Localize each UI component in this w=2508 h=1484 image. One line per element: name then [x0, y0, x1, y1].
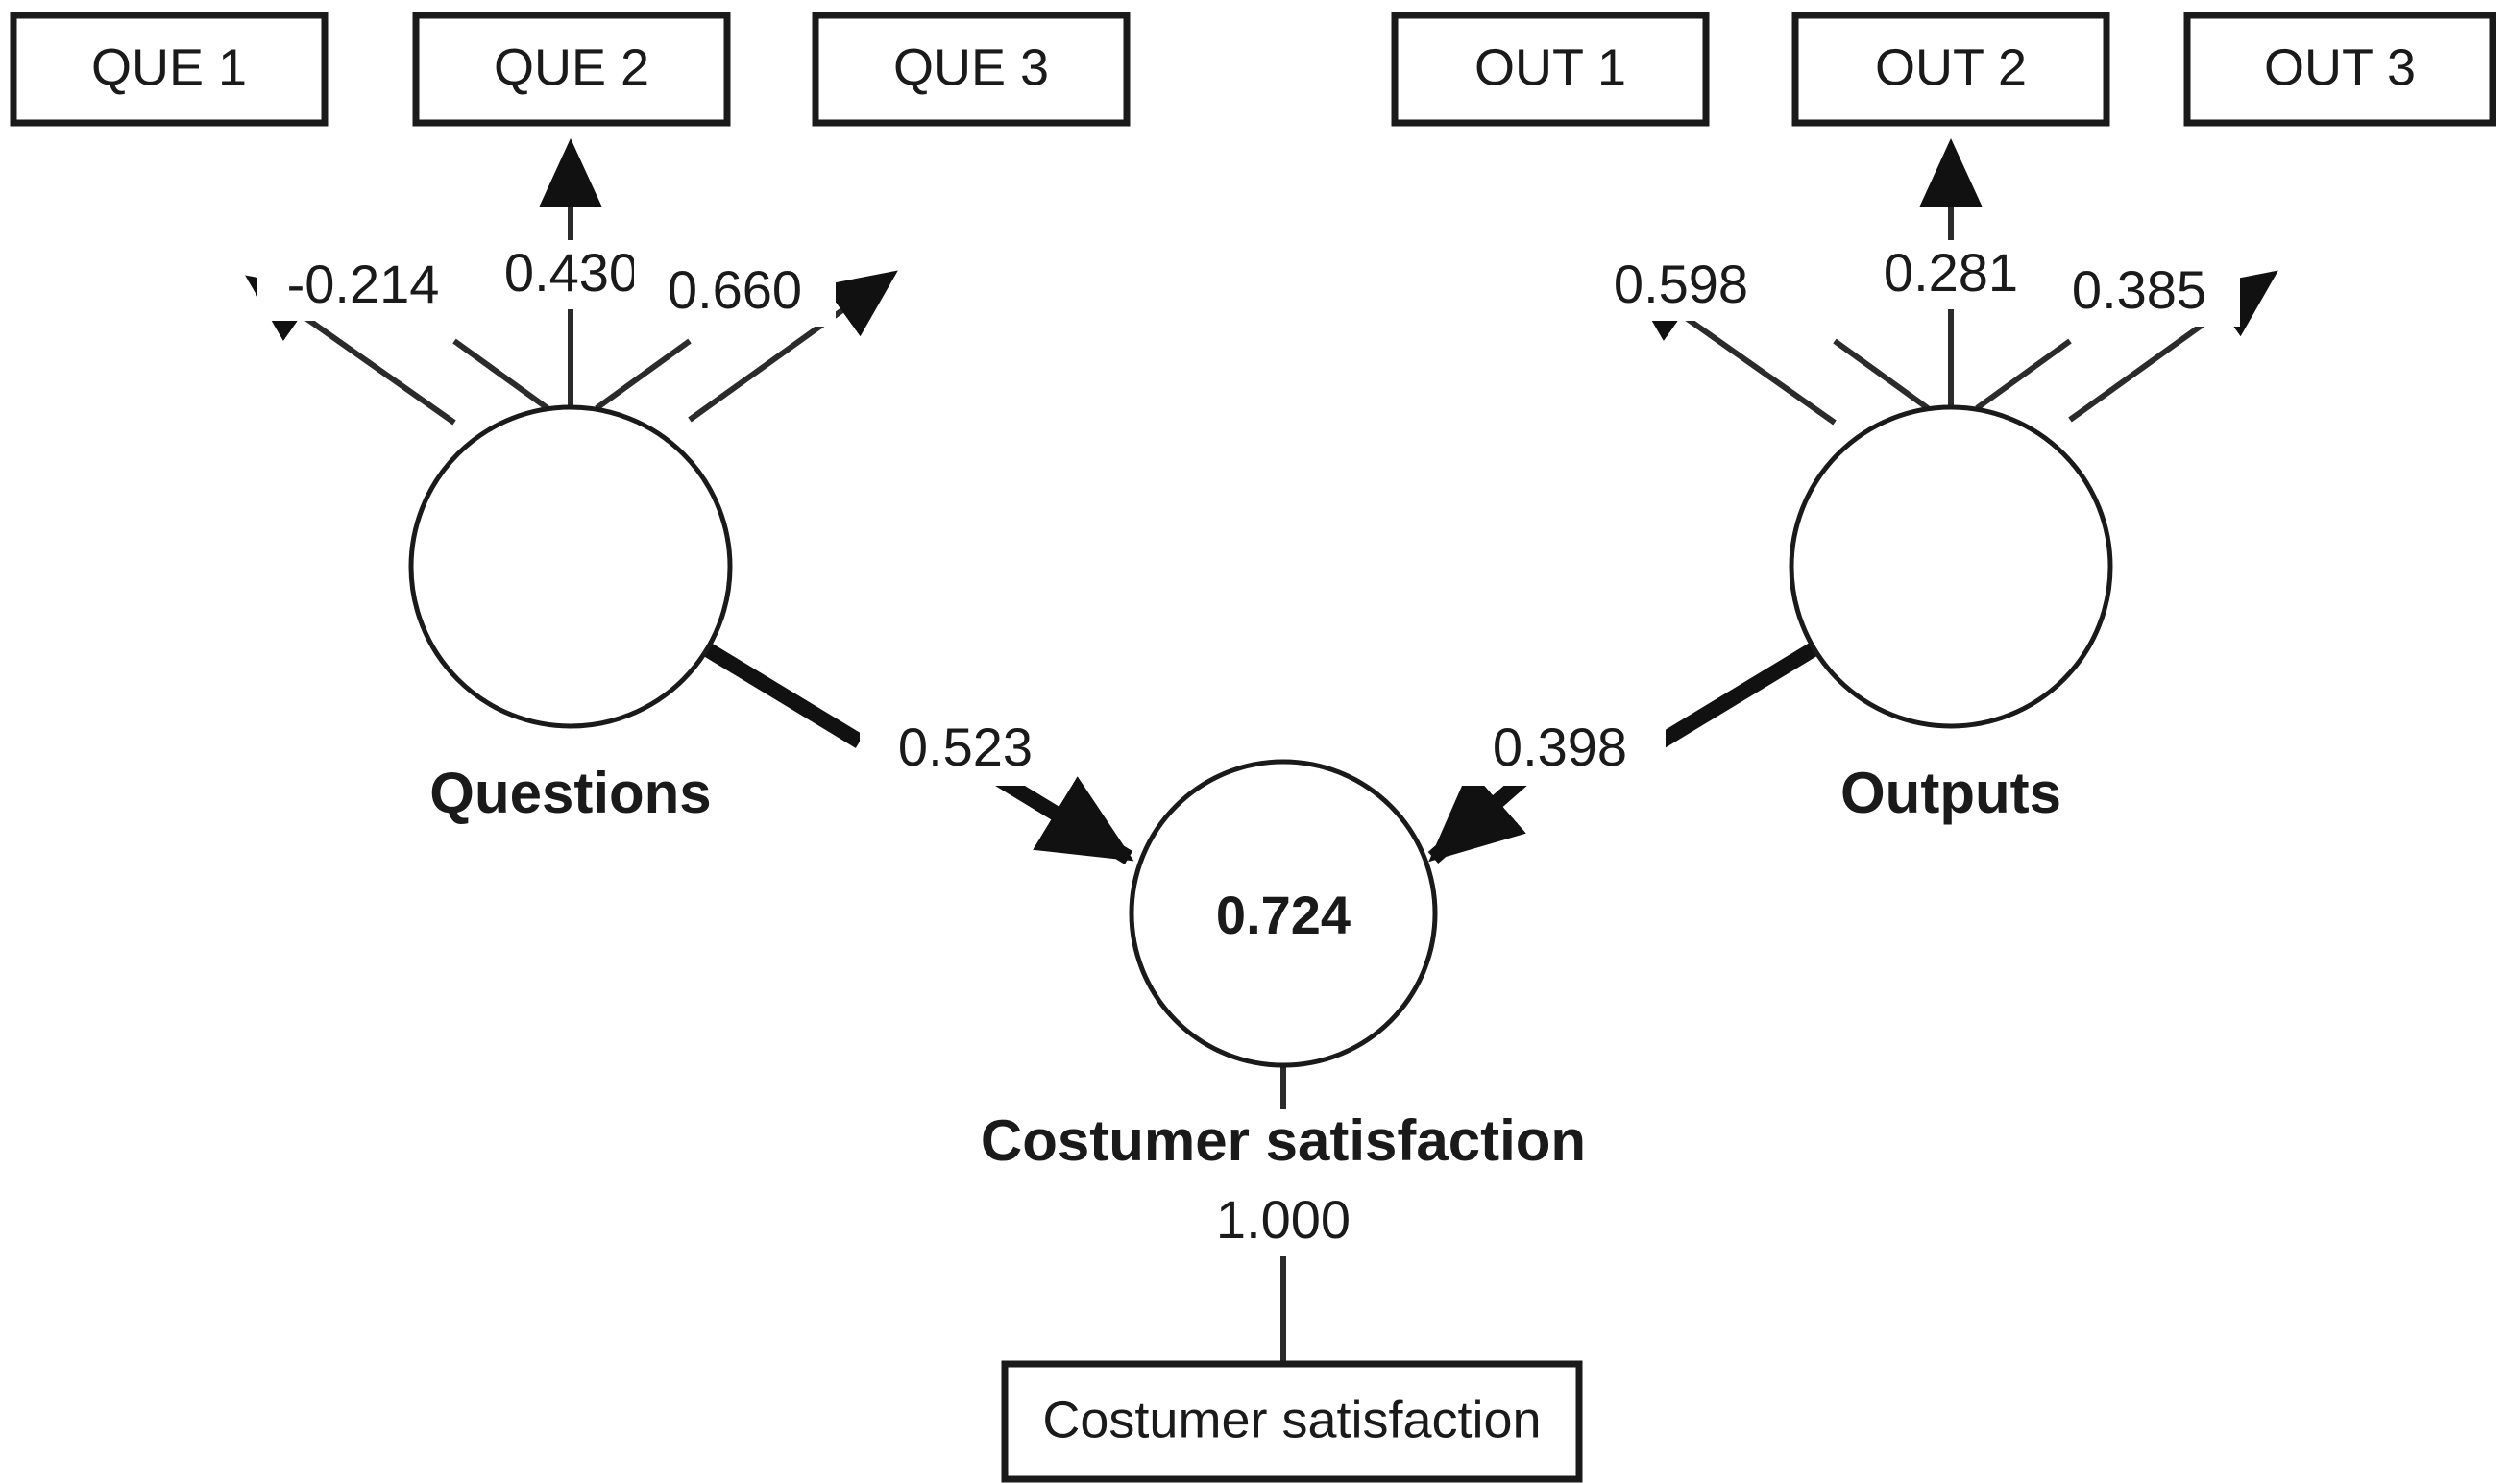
coefficient-questions-to-cs: 0.523 — [898, 717, 1033, 777]
path-line-que1-lower — [452, 338, 549, 411]
label-bg-que1 — [257, 252, 469, 321]
structural-paths — [690, 635, 1831, 864]
box-rect-que3[interactable] — [812, 12, 1131, 127]
label-bg-out2 — [1850, 240, 2052, 309]
circle-questions[interactable] — [408, 404, 733, 729]
coefficient-out3: 0.385 — [2072, 259, 2206, 320]
construct-labels: Questions Outputs Costumer satisfaction — [429, 761, 2061, 1173]
box-rect-out3[interactable] — [2183, 12, 2496, 127]
box-label-out1: OUT 1 — [1474, 38, 1626, 96]
box-rect-out2[interactable] — [1791, 12, 2110, 127]
box-label-costumer-satisfaction: Costumer satisfaction — [1042, 1391, 1541, 1448]
coefficient-que1: -0.214 — [287, 254, 440, 314]
label-bg-questions-to-cs — [860, 713, 1071, 786]
indicator-box-out2[interactable]: OUT 2 — [1791, 12, 2110, 127]
latent-circle-outputs[interactable] — [1789, 404, 2113, 729]
coefficient-que3: 0.660 — [668, 259, 802, 320]
box-label-out2: OUT 2 — [1875, 38, 2027, 96]
label-bg-cs-loading — [1186, 1189, 1383, 1256]
coefficient-out2: 0.281 — [1884, 242, 2018, 303]
box-label-que3: QUE 3 — [893, 38, 1049, 96]
construct-label-outputs: Outputs — [1840, 761, 2061, 825]
path-line-outputs-to-cs-b — [1427, 768, 1532, 864]
label-bg-out1 — [1580, 252, 1782, 321]
indicator-box-que3[interactable]: QUE 3 — [812, 12, 1131, 127]
path-line-questions-to-cs-b — [989, 769, 1134, 864]
coefficient-out1: 0.598 — [1614, 254, 1748, 314]
box-label-que2: QUE 2 — [494, 38, 649, 96]
coefficient-costumer-satisfaction: 1.000 — [1216, 1189, 1351, 1250]
indicator-box-out3[interactable]: OUT 3 — [2183, 12, 2496, 127]
indicator-box-que1[interactable]: QUE 1 — [10, 12, 329, 127]
construct-label-questions: Questions — [429, 761, 711, 825]
box-label-que1: QUE 1 — [91, 38, 247, 96]
label-bg-que3 — [634, 257, 836, 327]
path-line-que3-lower — [595, 338, 692, 411]
path-line-que3 — [688, 270, 898, 423]
coefficient-outputs-to-cs: 0.398 — [1493, 717, 1627, 777]
indicator-box-costumer-satisfaction[interactable]: Costumer satisfaction — [1001, 1360, 1583, 1483]
coefficient-que2: 0.430 — [504, 242, 639, 303]
latent-circle-costumer-satisfaction[interactable]: 0.724 — [1129, 759, 1438, 1068]
box-rect-costumer-satisfaction[interactable] — [1001, 1360, 1583, 1483]
construct-label-costumer-satisfaction: Costumer satisfaction — [981, 1108, 1586, 1173]
path-line-outputs-to-cs-a — [1656, 635, 1831, 748]
indicator-box-que2[interactable]: QUE 2 — [412, 12, 731, 127]
path-line-questions-to-cs-a — [690, 635, 864, 748]
circle-outputs[interactable] — [1789, 404, 2113, 729]
label-bg-out3 — [2038, 257, 2240, 327]
box-rect-que2[interactable] — [412, 12, 731, 127]
box-label-out3: OUT 3 — [2264, 38, 2416, 96]
path-line-out3-lower — [1975, 338, 2072, 411]
circle-costumer-satisfaction[interactable] — [1129, 759, 1438, 1068]
structural-coefficient-labels: 0.523 0.398 — [860, 713, 1666, 786]
latent-circle-questions[interactable] — [408, 404, 733, 729]
coefficient-labels: -0.214 0.430 0.660 0.598 0.281 0.385 1.0… — [257, 240, 2240, 1256]
box-rect-out1[interactable] — [1391, 12, 1710, 127]
label-bg-outputs-to-cs — [1454, 713, 1666, 786]
indicator-box-out1[interactable]: OUT 1 — [1391, 12, 1710, 127]
path-line-out1-lower — [1833, 338, 1930, 411]
box-rect-que1[interactable] — [10, 12, 329, 127]
r-squared-value: 0.724 — [1216, 885, 1351, 945]
